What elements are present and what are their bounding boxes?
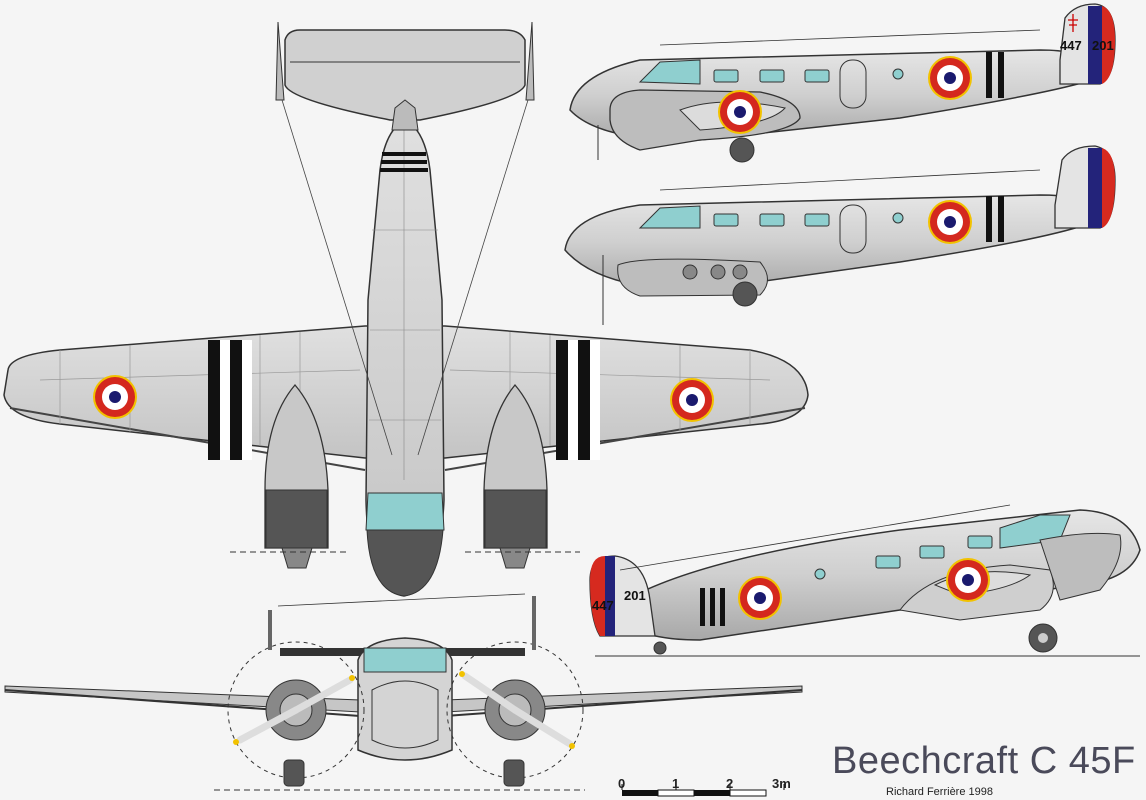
roundel-wing-left [93, 375, 137, 419]
roundel-side-lower [928, 200, 972, 244]
roundel-side-upper [928, 56, 972, 100]
wing-stripes-right [556, 340, 600, 460]
scale-label-1: 1 [672, 776, 680, 791]
wing-stripes-left [208, 340, 252, 460]
roundel-wing-right [670, 378, 714, 422]
scale-label-3: 3m [772, 776, 791, 791]
side-view-upper: 447 201 [569, 3, 1116, 163]
serial-upper-left: 447 [1060, 38, 1082, 53]
top-tailplane [284, 29, 526, 121]
front-view [4, 593, 803, 791]
scale-label-0: 0 [618, 776, 626, 791]
scale-bar [621, 784, 785, 797]
side-view-lower [564, 145, 1116, 325]
drawing-credit: Richard Ferrière 1998 [886, 786, 993, 798]
serial-3q-left: 447 [592, 598, 614, 613]
top-view [3, 21, 809, 597]
three-quarter-view: 447 201 [589, 504, 1141, 657]
roundel-3q [738, 576, 782, 620]
roundel-nacelle-upper [718, 90, 762, 134]
roundel-nacelle-3q [946, 558, 990, 602]
scale-label-2: 2 [726, 776, 734, 791]
drawing-title: Beechcraft C 45F [832, 740, 1136, 782]
serial-upper-right: 201 [1092, 38, 1114, 53]
serial-3q-right: 201 [624, 588, 646, 603]
